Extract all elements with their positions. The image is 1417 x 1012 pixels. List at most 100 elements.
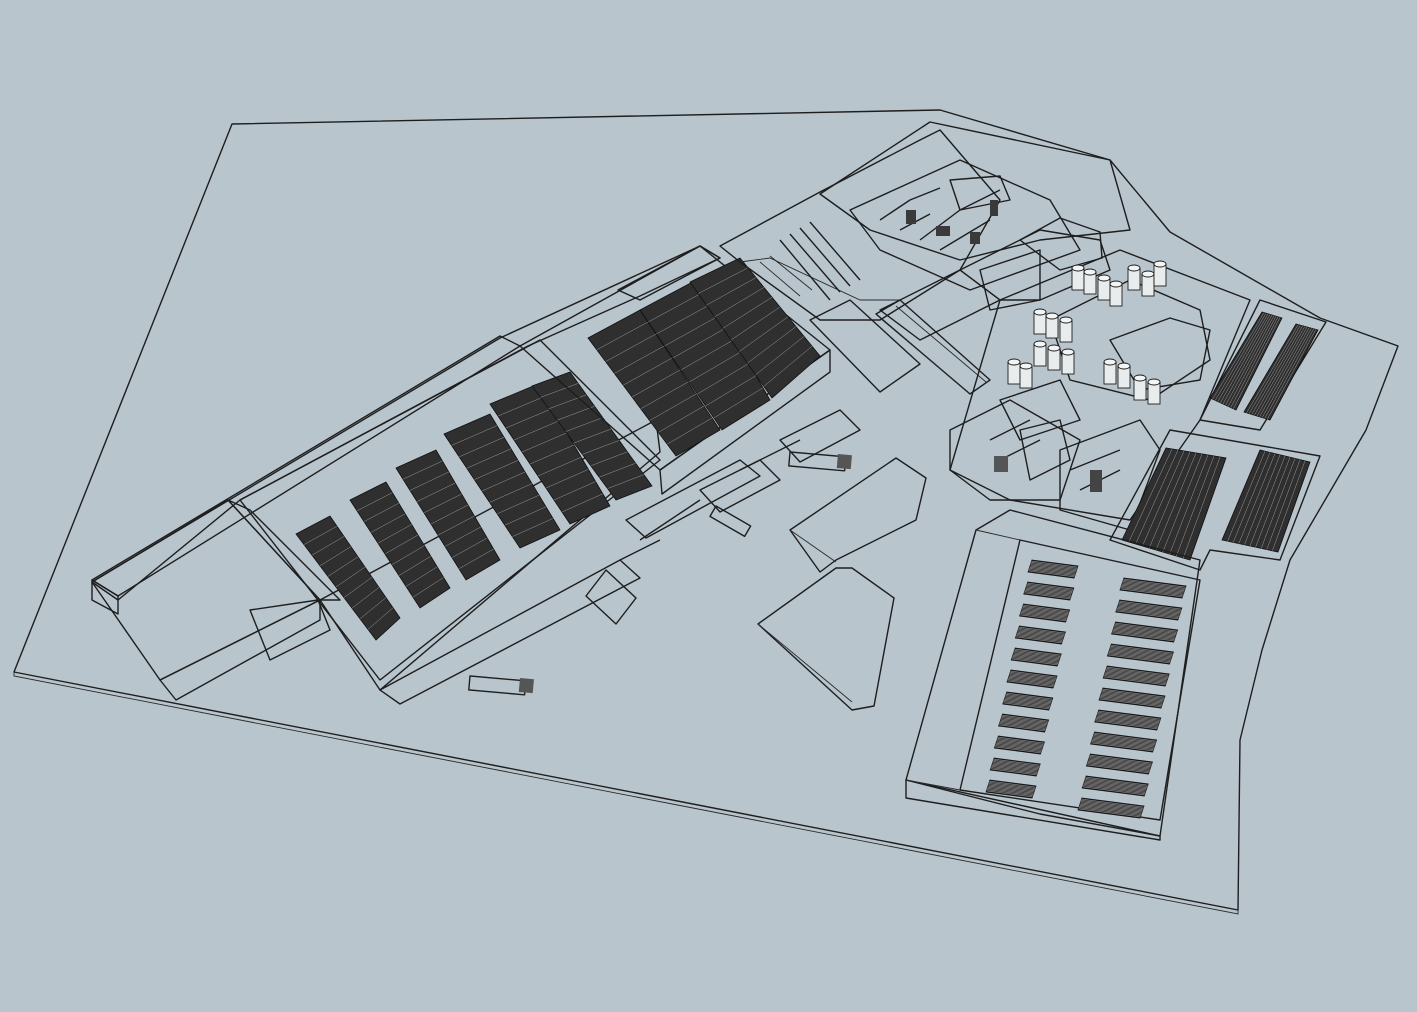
rack-grid-line bbox=[730, 306, 781, 341]
rack-grid-line bbox=[667, 417, 713, 445]
rack-grid-line bbox=[994, 746, 1041, 754]
rack-grid-line bbox=[405, 566, 438, 587]
rack-grid-line bbox=[1024, 592, 1071, 600]
rack-grid-line bbox=[993, 758, 1040, 766]
rack-grid-line bbox=[1012, 654, 1059, 662]
rack-grid-line bbox=[998, 724, 1046, 732]
rack-grid-line bbox=[1100, 696, 1163, 705]
rack-grid-line bbox=[623, 357, 673, 386]
tank-top bbox=[1117, 362, 1131, 370]
rack-grid-line bbox=[656, 302, 715, 335]
rack-grid-line bbox=[1091, 741, 1154, 750]
rack-grid-line bbox=[1021, 608, 1069, 616]
rack-grid-line bbox=[548, 394, 587, 410]
rack-grid-line bbox=[1011, 658, 1058, 666]
rack-grid-line bbox=[714, 287, 765, 318]
rack-grid-line bbox=[1246, 324, 1299, 413]
rack-grid-line bbox=[986, 790, 1033, 798]
right-rack-yard bbox=[1109, 299, 1327, 571]
rack-grid-line bbox=[1249, 455, 1286, 547]
rack-grid-line bbox=[1014, 648, 1061, 656]
tank-top bbox=[1047, 344, 1061, 352]
rack-grid-line bbox=[1013, 652, 1060, 660]
rack-grid-line bbox=[582, 440, 620, 455]
rack-grid-line bbox=[402, 460, 443, 480]
rack-grid-line bbox=[1016, 634, 1063, 641]
rack-grid-line bbox=[412, 577, 444, 598]
rack-grid-line bbox=[1113, 626, 1177, 636]
rack-grid-line bbox=[1113, 627, 1176, 637]
rack-grid-line bbox=[466, 448, 512, 469]
rack-grid-line bbox=[1107, 654, 1170, 664]
rack-grid-line bbox=[1028, 570, 1075, 578]
rack-grid-line bbox=[607, 474, 644, 489]
rack-grid-line bbox=[1105, 669, 1169, 678]
rack-grid-line bbox=[1112, 631, 1175, 640]
rack-grid-line bbox=[1085, 778, 1148, 787]
rack-grid-line bbox=[1000, 719, 1047, 727]
rack-grid-line bbox=[1008, 678, 1055, 685]
rack-grid-line bbox=[990, 768, 1037, 776]
rack-grid-line bbox=[1020, 612, 1067, 619]
rack-grid-line bbox=[590, 451, 628, 467]
site-ground bbox=[13, 109, 1399, 915]
rack-grid-line bbox=[999, 723, 1046, 730]
rack-grid-line bbox=[1084, 779, 1148, 788]
rack-grid-line bbox=[1123, 580, 1186, 589]
tank-top bbox=[1059, 316, 1073, 324]
tank-top bbox=[1007, 358, 1021, 366]
rack-grid-line bbox=[1109, 649, 1172, 659]
rack-grid-line bbox=[706, 277, 757, 306]
rack-grid-line bbox=[1121, 584, 1184, 594]
rack-grid-line bbox=[1092, 737, 1155, 747]
rack-grid-line bbox=[1080, 801, 1143, 810]
rack-grid-line bbox=[1026, 586, 1073, 594]
rack-grid-line bbox=[1004, 697, 1051, 705]
rack-grid-line bbox=[529, 444, 575, 465]
tank-top bbox=[1109, 280, 1123, 288]
rack-grid-line bbox=[1006, 692, 1053, 700]
rack-grid-line bbox=[1103, 675, 1167, 684]
rack-grid-line bbox=[1119, 600, 1182, 610]
rack-grid-line bbox=[1104, 674, 1167, 683]
rack-grid-line bbox=[1082, 785, 1146, 794]
rack-grid-line bbox=[1089, 757, 1152, 766]
rack-grid-line bbox=[1244, 454, 1281, 545]
rack-grid-line bbox=[1176, 455, 1215, 557]
tank-top bbox=[1133, 374, 1147, 382]
rack-grid-line bbox=[1255, 457, 1291, 548]
rack-grid-line bbox=[363, 502, 399, 522]
rack-grid-line bbox=[995, 745, 1042, 752]
rack-grid-line bbox=[573, 428, 612, 444]
tank-top bbox=[1127, 264, 1141, 272]
rack-grid-line bbox=[1031, 560, 1078, 568]
yard-outlines bbox=[757, 299, 927, 711]
rack-grid-line bbox=[1012, 656, 1059, 663]
rack-grid-line bbox=[1090, 742, 1154, 752]
rack-grid-line bbox=[1018, 628, 1065, 635]
rack-grid-line bbox=[1110, 646, 1173, 655]
rack-grid-line bbox=[451, 537, 488, 558]
rack-grid-line bbox=[1123, 578, 1186, 588]
rack-grid-line bbox=[672, 326, 729, 359]
rack-grid-line bbox=[335, 566, 366, 588]
rack-grid-line bbox=[1088, 758, 1151, 768]
rack-grid-line bbox=[565, 417, 603, 432]
rack-grid-line bbox=[1084, 780, 1147, 790]
rack-grid-line bbox=[1089, 756, 1152, 765]
rack-grid-line bbox=[1116, 608, 1180, 617]
rack-grid-line bbox=[1142, 450, 1185, 547]
rack-grid-line bbox=[1121, 583, 1185, 593]
rack-grid-line bbox=[1261, 328, 1312, 418]
rack-grid-line bbox=[1013, 651, 1061, 658]
rack-grid-line bbox=[996, 741, 1043, 749]
rack-grid-line bbox=[1082, 786, 1145, 796]
rack-grid-line bbox=[1008, 676, 1055, 684]
rack-grid-line bbox=[1110, 644, 1174, 654]
rack-grid-line bbox=[1099, 697, 1162, 706]
rack-grid-line bbox=[377, 524, 412, 544]
rack-grid-line bbox=[995, 742, 1043, 750]
rack-grid-line bbox=[722, 296, 773, 329]
rack-grid-line bbox=[1005, 694, 1053, 701]
